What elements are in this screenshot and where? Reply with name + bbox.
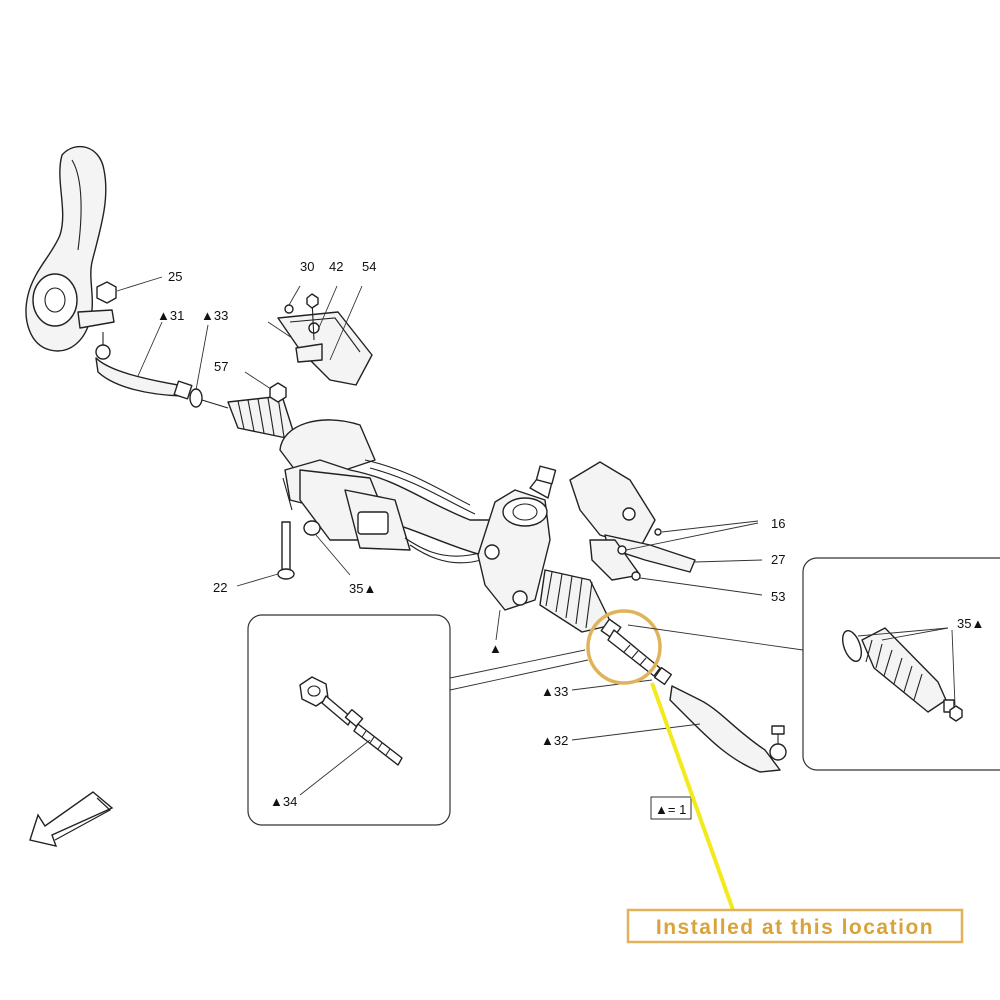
label-35-inset: 35▲ (957, 616, 984, 631)
bolt-22 (236, 521, 295, 587)
bracket-16-27-53 (569, 461, 763, 596)
label-27: 27 (771, 552, 785, 567)
inset-inner-tie-rod (247, 614, 589, 826)
callout-box: Installed at this location (626, 908, 964, 944)
pinion-housing (477, 465, 557, 641)
nut-57 (244, 371, 287, 403)
tie-rod-end-31 (95, 321, 193, 400)
label-42: 42 (329, 259, 343, 274)
tie-rod-end-32 (571, 685, 787, 773)
inner-tie-rod-right (600, 618, 661, 677)
right-bellows-boot (539, 569, 613, 633)
label-57: 57 (214, 359, 228, 374)
part-labels: 25 ▲31 ▲33 30 42 54 57 16 27 53 22 35▲ 3… (157, 259, 984, 809)
rack-housing (279, 419, 546, 564)
left-bellows-boot (227, 395, 297, 441)
label-33-left: ▲33 (201, 308, 228, 323)
label-33-right: ▲33 (541, 684, 568, 699)
mounting-bracket-30-42-54 (267, 285, 373, 386)
label-53: 53 (771, 589, 785, 604)
grommet-35-center (303, 520, 351, 576)
label-22: 22 (213, 580, 227, 595)
callout-text: Installed at this location (656, 916, 934, 939)
callout-leader-line (650, 682, 735, 911)
label-31: ▲31 (157, 308, 184, 323)
nut-25 (96, 276, 163, 304)
legend-box: ▲= 1 (650, 796, 692, 820)
highlight-circle (586, 609, 662, 685)
label-25: 25 (168, 269, 182, 284)
label-34: ▲34 (270, 794, 297, 809)
label-35-center: 35▲ (349, 581, 376, 596)
jam-nut-33-left (189, 324, 229, 409)
steering-knuckle (25, 145, 115, 352)
label-32: ▲32 (541, 733, 568, 748)
front-direction-arrow-icon (29, 791, 114, 847)
legend-text: ▲= 1 (655, 802, 686, 817)
label-16: 16 (771, 516, 785, 531)
label-triangle: ▲ (489, 641, 502, 656)
label-54: 54 (362, 259, 376, 274)
inset-boot-kit (627, 557, 1000, 771)
label-30: 30 (300, 259, 314, 274)
